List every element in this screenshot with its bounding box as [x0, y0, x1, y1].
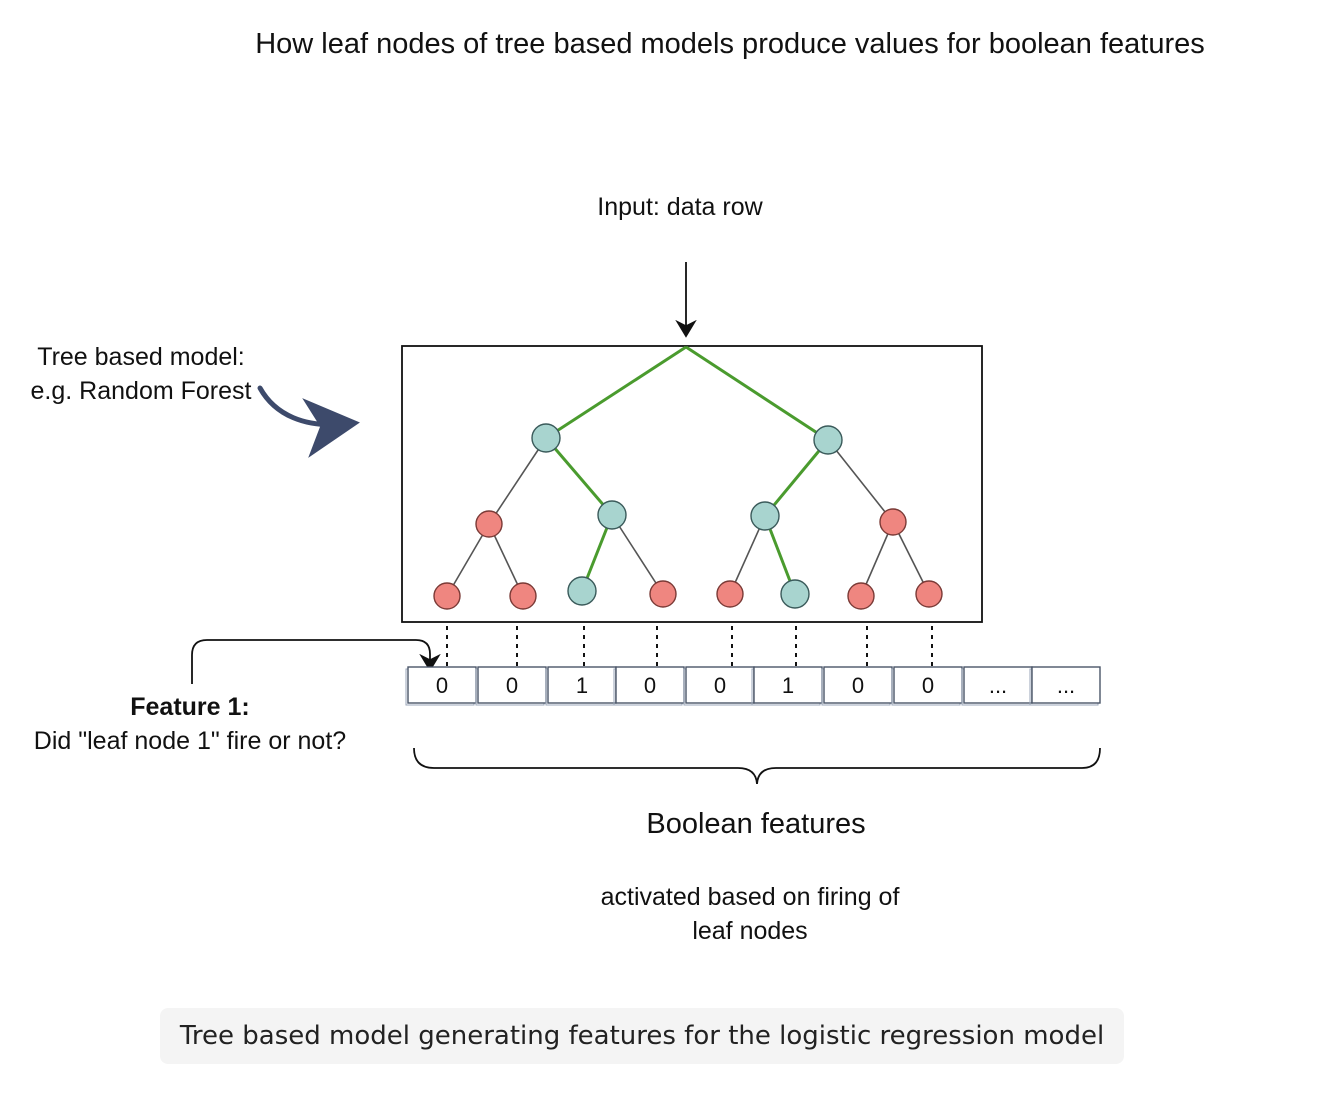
boolean-features-brace	[413, 747, 1101, 785]
feature-cell-value-3: 1	[576, 673, 588, 698]
feature-cell-value-9: ...	[989, 673, 1007, 698]
feature-cell-5	[685, 666, 755, 704]
leaf-node-3	[567, 576, 597, 606]
feature-cell-value-8: 0	[922, 673, 934, 698]
leaf-node-5	[716, 580, 744, 608]
leaf-node-2	[509, 582, 537, 610]
tree-nodes	[433, 423, 943, 610]
node-level2-3	[750, 501, 780, 531]
feature-cell-4	[615, 666, 685, 704]
leaf-node-6	[780, 579, 810, 609]
boolean-features-title: Boolean features	[646, 808, 866, 840]
feature-1-pointer-arrow	[191, 639, 441, 684]
node-level1-left	[531, 423, 561, 453]
feature-cell-3	[547, 666, 617, 704]
figure-caption: Tree based model generating features for…	[160, 1008, 1124, 1064]
feature-cell-value-2: 0	[506, 673, 518, 698]
edge-l-lr	[544, 437, 614, 516]
feature-cell-value-7: 0	[852, 673, 864, 698]
tree-edges	[446, 345, 930, 597]
feature-cell-2	[477, 666, 547, 704]
model-label: Tree based model: e.g. Random Forest	[30, 343, 252, 405]
tree-model-box	[401, 345, 983, 623]
edge-leaf-1	[446, 523, 490, 597]
model-curved-arrow	[257, 385, 360, 458]
feature-cell-8	[893, 666, 963, 704]
node-level2-4	[879, 508, 907, 536]
leaf-node-4	[649, 580, 677, 608]
edge-root-left	[545, 345, 687, 440]
leaf-node-1	[433, 582, 461, 610]
feature-vector: 0 0 1 0 0 1 0 0......	[405, 666, 1101, 706]
feature-cell-value-4: 0	[644, 673, 656, 698]
edge-leaf-4	[611, 514, 664, 595]
node-level2-2	[597, 500, 627, 530]
feature-1-title: Feature 1:	[130, 693, 250, 721]
node-level1-right	[813, 425, 843, 455]
feature-cell-value-5: 0	[714, 673, 726, 698]
edge-r-rl	[763, 439, 830, 517]
leaf-connectors	[446, 626, 933, 666]
edge-l-ll	[488, 437, 547, 525]
edge-r-rr	[827, 439, 894, 523]
feature-cell-value-10: ...	[1057, 673, 1075, 698]
edge-root-right	[685, 345, 829, 442]
leaf-node-8	[915, 580, 943, 608]
feature-1-label: Feature 1: Did "leaf node 1" fire or not…	[28, 690, 352, 758]
input-label: Input: data row	[597, 193, 763, 221]
feature-cell-value-6: 1	[782, 673, 794, 698]
boolean-features-description: activated based on firing of leaf nodes	[600, 883, 900, 945]
diagram-title: How leaf nodes of tree based models prod…	[255, 28, 1205, 60]
feature-1-description: Did "leaf node 1" fire or not?	[33, 727, 347, 755]
feature-cell-10	[1031, 666, 1101, 704]
node-level2-1	[475, 510, 503, 538]
feature-cell-value-1: 0	[436, 673, 448, 698]
leaf-node-7	[847, 582, 875, 610]
